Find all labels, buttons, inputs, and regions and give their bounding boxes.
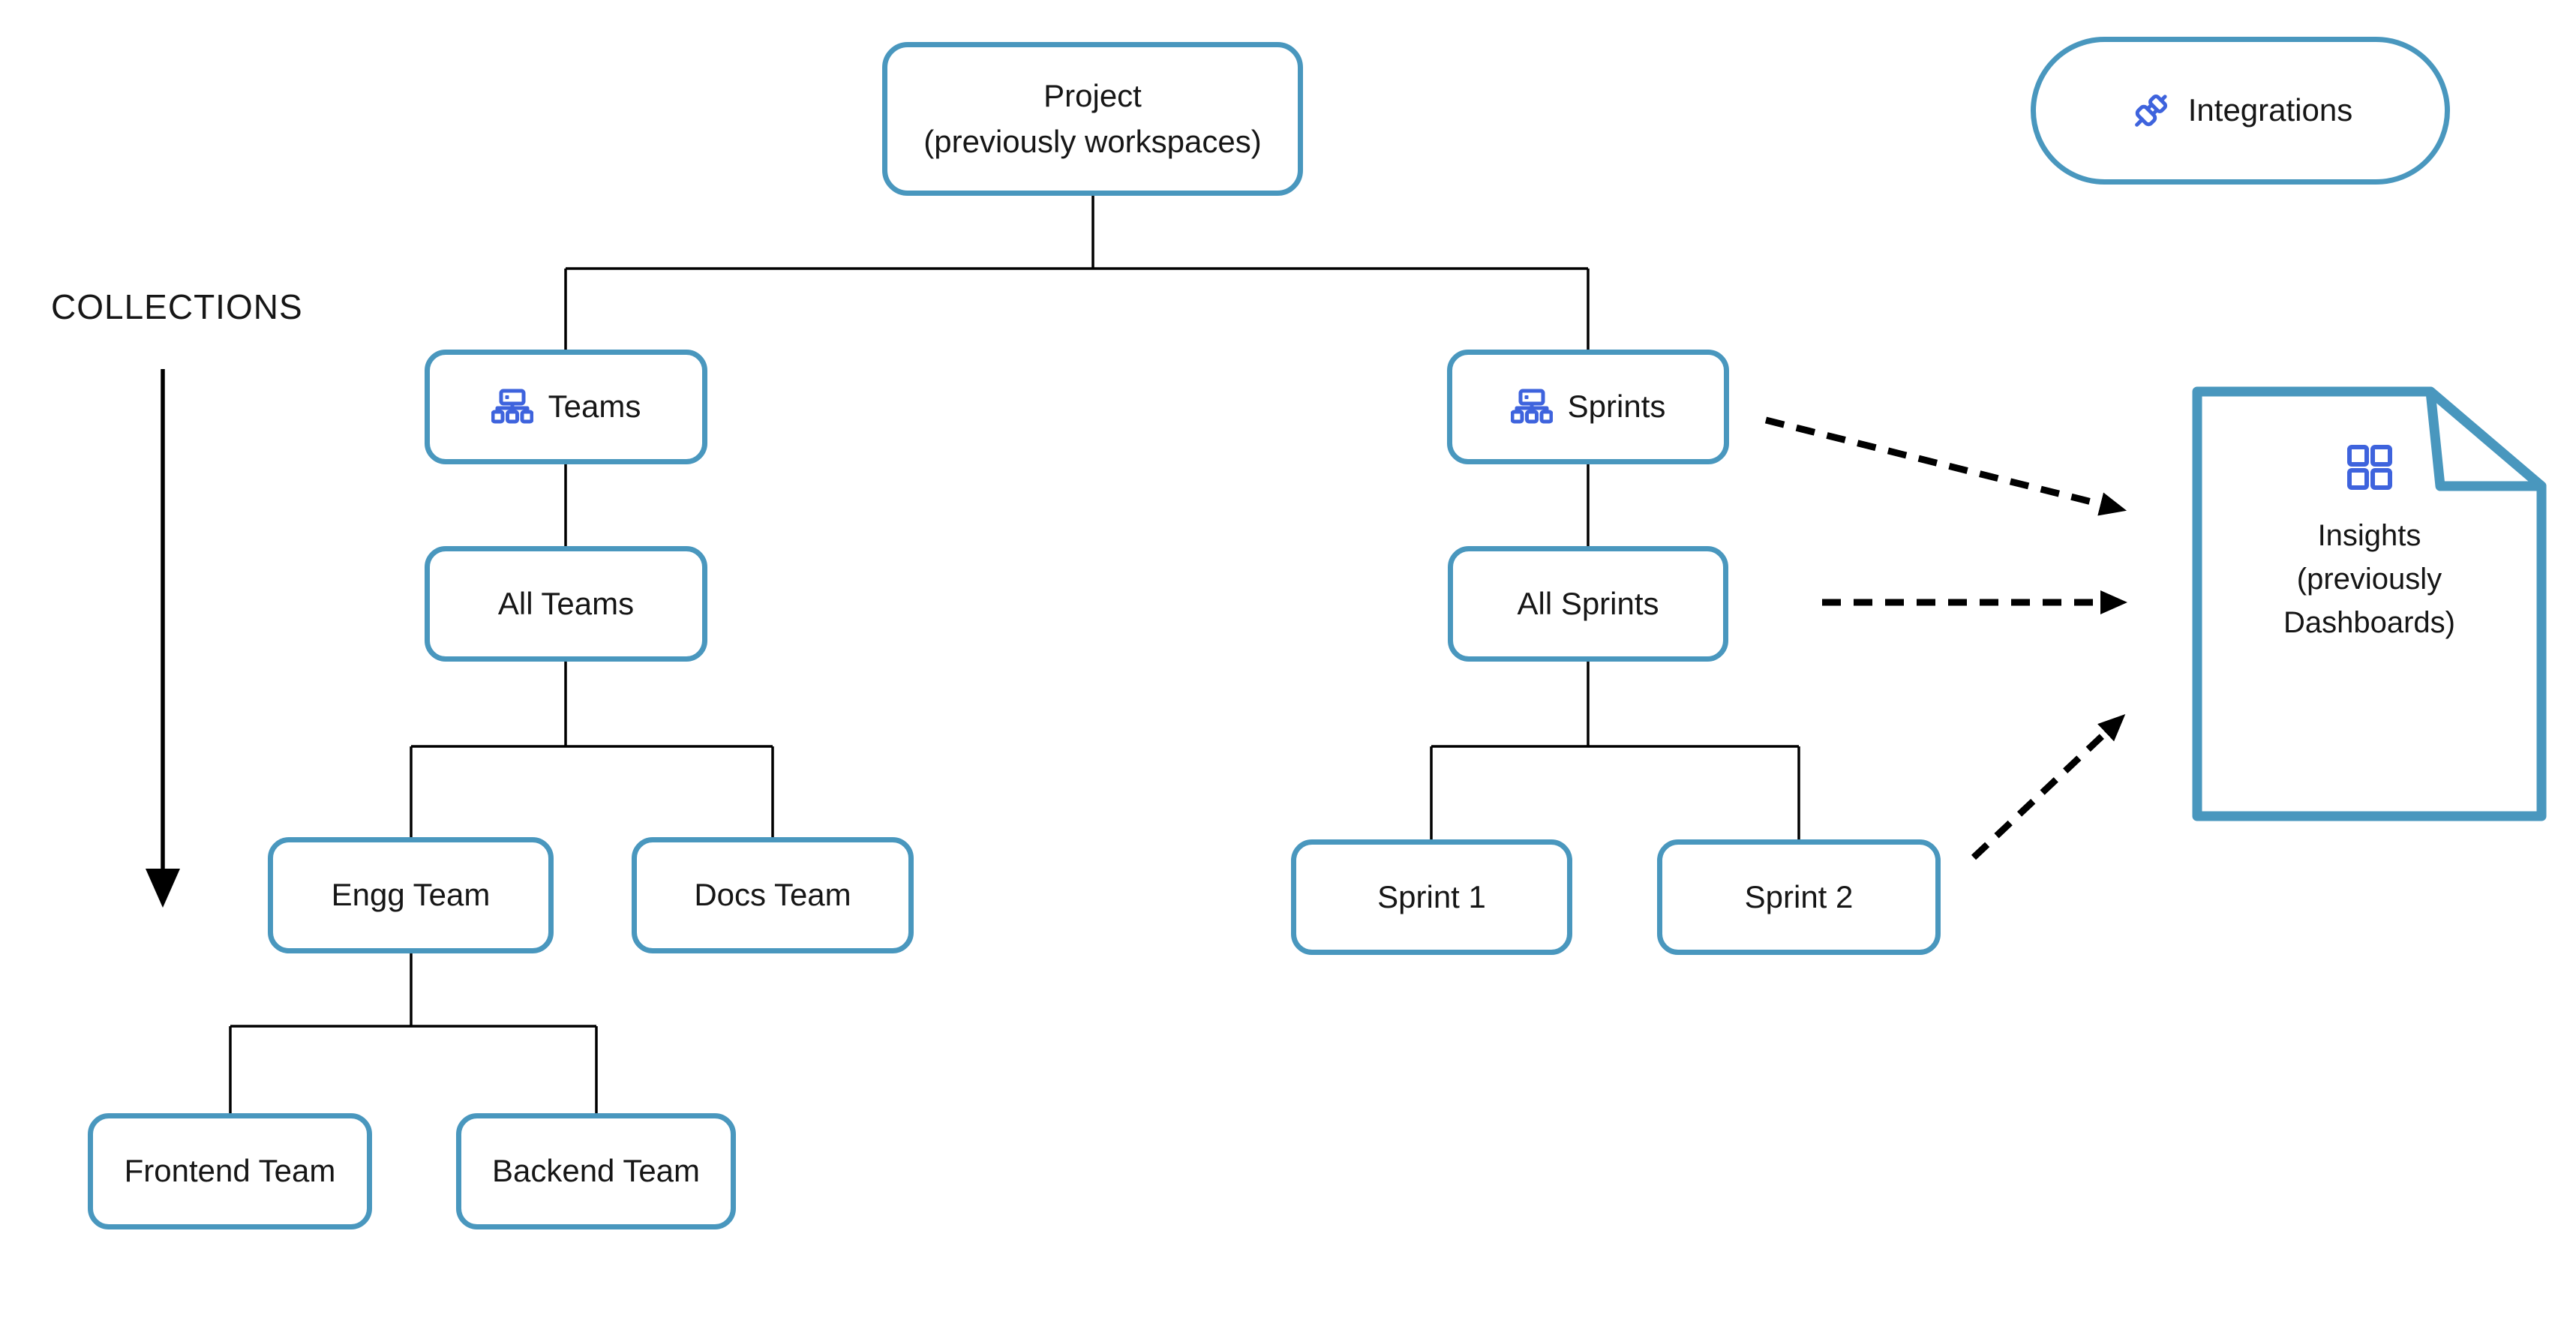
node-insights[interactable]: Insights (previously Dashboards)	[2197, 444, 2541, 644]
node-sprints[interactable]: Sprints	[1447, 350, 1729, 464]
node-docs-team-label: Docs Team	[694, 877, 851, 913]
org-chart-icon	[491, 389, 533, 426]
org-chart-icon	[1510, 389, 1553, 426]
node-project-label: Project (previously workspaces)	[923, 77, 1262, 159]
node-sprint-1[interactable]: Sprint 1	[1291, 839, 1572, 955]
grid-icon	[2346, 444, 2393, 494]
node-insights-label: Insights (previously Dashboards)	[2283, 519, 2455, 639]
node-integrations[interactable]: Integrations	[2031, 37, 2450, 185]
node-integrations-label: Integrations	[2187, 92, 2353, 128]
dashed-arrow-sprint2-to-insights	[1971, 714, 2126, 860]
node-backend-team-label: Backend Team	[491, 1153, 701, 1189]
node-sprint-1-label: Sprint 1	[1377, 878, 1486, 914]
node-sprints-label: Sprints	[1567, 389, 1666, 425]
node-sprint-2-label: Sprint 2	[1744, 878, 1854, 914]
node-all-teams[interactable]: All Teams	[425, 546, 707, 662]
node-teams-label: Teams	[548, 389, 641, 425]
node-frontend-team-label: Frontend Team	[124, 1153, 336, 1189]
node-sprint-2[interactable]: Sprint 2	[1657, 839, 1941, 955]
collections-arrow	[146, 369, 180, 908]
node-backend-team[interactable]: Backend Team	[456, 1113, 736, 1229]
node-frontend-team[interactable]: Frontend Team	[88, 1113, 372, 1229]
collections-label: COLLECTIONS	[51, 287, 303, 326]
tree-connectors	[229, 196, 1800, 1113]
node-project[interactable]: Project (previously workspaces)	[882, 42, 1303, 196]
dashed-arrow-sprints-to-insights	[1764, 416, 2127, 516]
node-teams[interactable]: Teams	[425, 350, 707, 464]
node-docs-team[interactable]: Docs Team	[632, 837, 914, 953]
node-all-sprints-label: All Sprints	[1517, 585, 1659, 621]
node-engg-team[interactable]: Engg Team	[268, 837, 554, 953]
node-engg-team-label: Engg Team	[331, 877, 491, 913]
plug-connection-icon	[2128, 89, 2173, 134]
insights-document-shape[interactable]	[2192, 386, 2547, 821]
node-all-teams-label: All Teams	[497, 585, 635, 621]
node-all-sprints[interactable]: All Sprints	[1448, 546, 1728, 662]
